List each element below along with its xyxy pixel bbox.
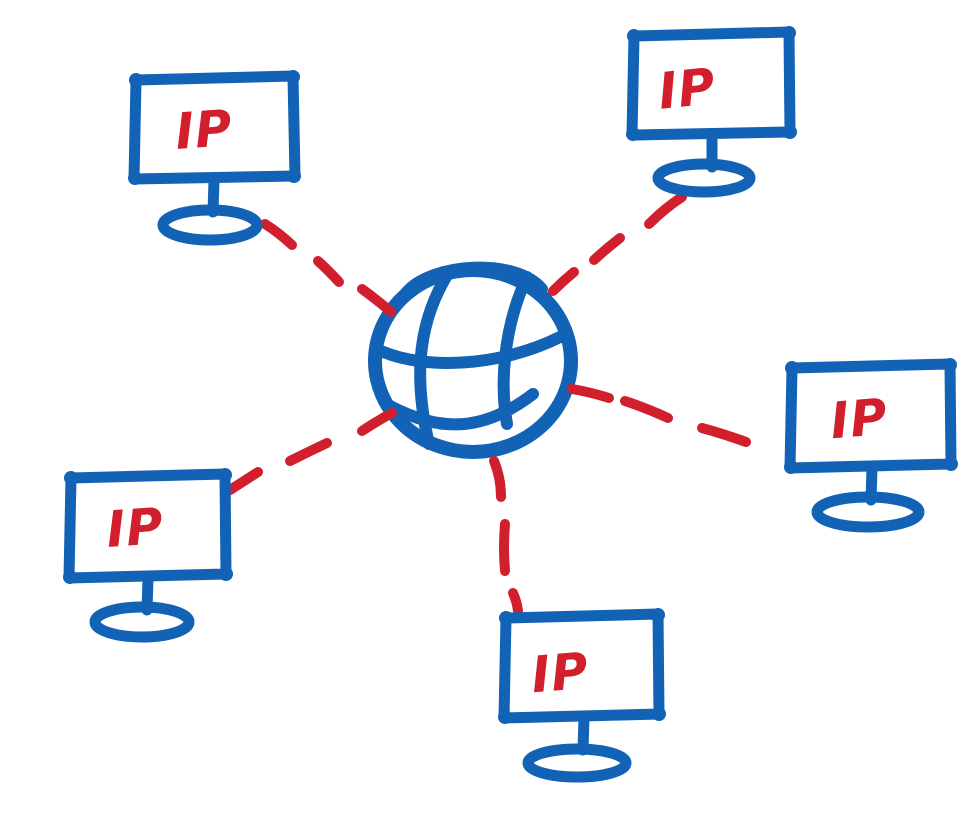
dash: [357, 408, 397, 436]
dash: [644, 192, 687, 229]
corner-dot: [784, 460, 798, 474]
dash: [489, 456, 506, 502]
monitor-right: IP: [784, 358, 958, 533]
connection-right: [567, 384, 751, 447]
dash: [508, 588, 523, 616]
ip-label: IP: [173, 99, 234, 161]
ip-label: IP: [104, 497, 165, 559]
corner-dot: [219, 567, 233, 581]
globe-parallel-lower: [384, 388, 539, 431]
corner-dot: [498, 710, 512, 724]
corner-dot: [943, 358, 957, 372]
dash: [697, 423, 751, 447]
connection-bottom-left: [225, 408, 397, 495]
corner-dot: [218, 468, 232, 482]
monitor-bottom-center: IP: [498, 608, 666, 783]
dash: [548, 267, 579, 296]
dash: [285, 438, 332, 466]
monitor-stand-base: [157, 204, 263, 246]
dash: [357, 284, 396, 317]
corner-dot: [782, 26, 796, 40]
corner-dot: [651, 608, 665, 622]
monitor-bottom-left: IP: [63, 468, 233, 643]
ip-label: IP: [828, 388, 890, 451]
corner-dot: [286, 70, 300, 84]
ip-label: IP: [529, 642, 591, 705]
monitor-stand-base: [811, 491, 925, 533]
corner-dot: [287, 169, 301, 183]
corner-dot: [944, 457, 958, 471]
monitor-top-left: IP: [128, 70, 301, 246]
corner-dot: [129, 73, 143, 87]
corner-dot: [128, 171, 142, 185]
corner-dot: [63, 570, 77, 584]
dash: [567, 384, 614, 403]
corner-dot: [785, 361, 799, 375]
dash: [225, 467, 263, 495]
ip-label: IP: [656, 57, 719, 121]
dash: [620, 396, 673, 423]
dash: [313, 256, 344, 287]
corner-dot: [783, 125, 797, 139]
dash: [499, 519, 510, 576]
corner-dot: [626, 127, 640, 141]
dash: [589, 233, 625, 265]
corner-dot: [652, 707, 666, 721]
connection-top-right: [548, 192, 687, 296]
monitor-stand-base: [89, 601, 195, 643]
corner-dot: [499, 611, 513, 625]
globe-icon: [368, 261, 578, 459]
connection-bottom-center: [489, 456, 523, 616]
globe-parallel-upper: [375, 331, 566, 369]
monitor-stand-base: [522, 743, 632, 783]
connection-top-left: [260, 219, 396, 317]
corner-dot: [64, 471, 78, 485]
corner-dot: [627, 29, 641, 43]
monitor-stand-base: [652, 158, 756, 198]
monitor-top-right: IP: [626, 26, 797, 198]
dash: [260, 219, 297, 250]
